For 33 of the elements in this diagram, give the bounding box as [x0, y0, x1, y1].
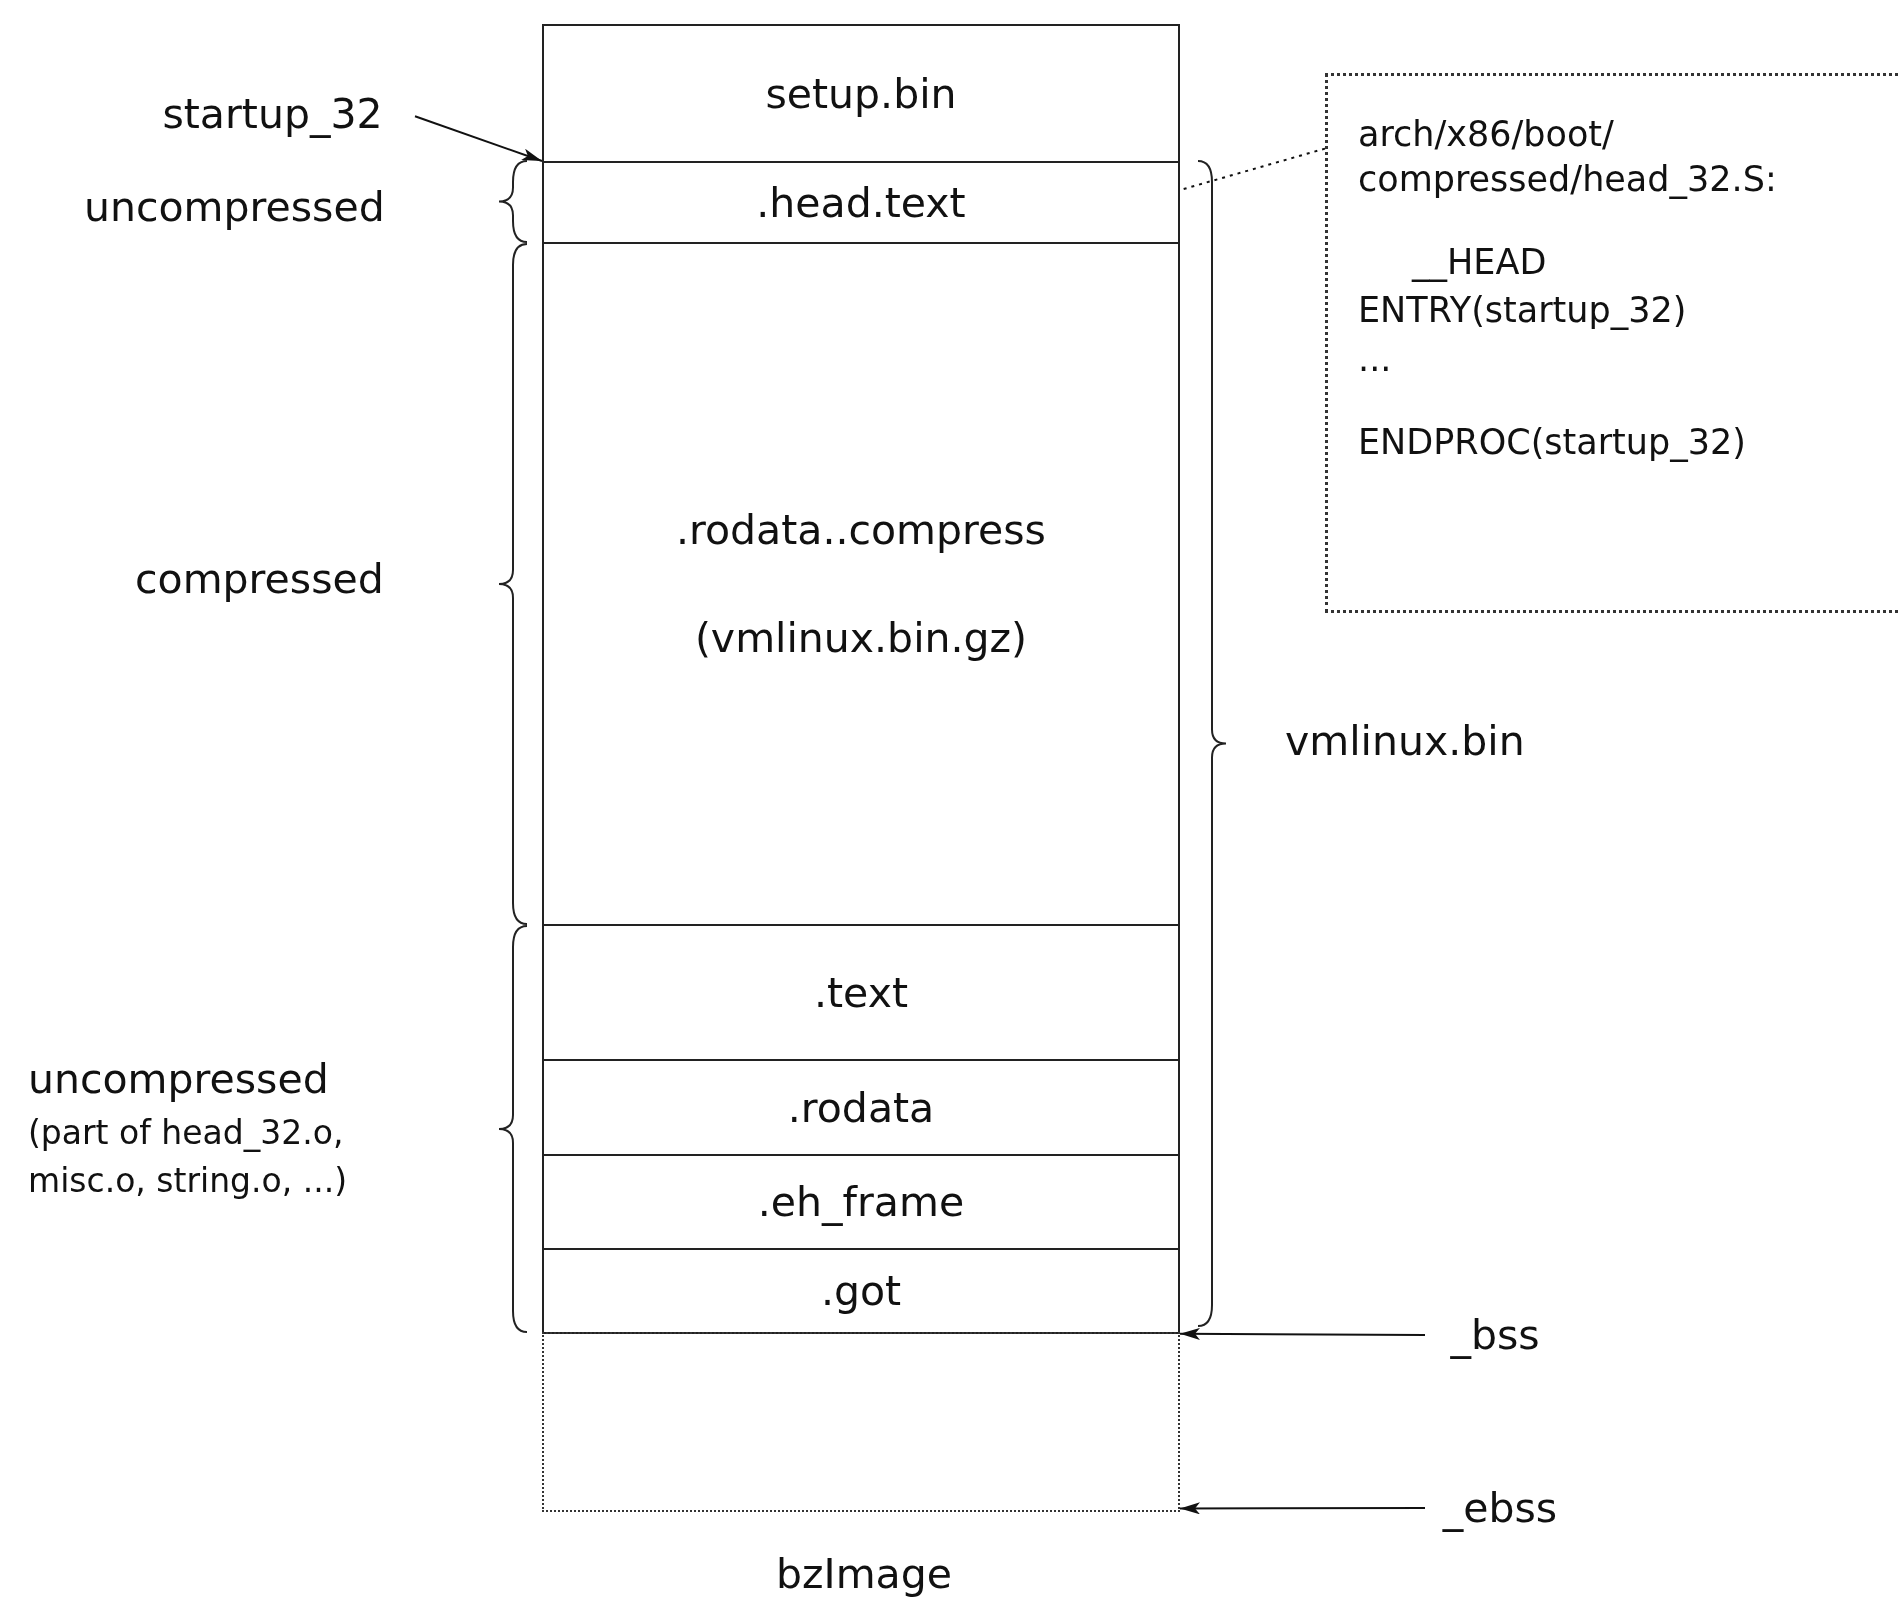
memory-section-box — [542, 924, 1180, 1061]
memory-section-box — [542, 1059, 1180, 1156]
code-note-box — [1325, 73, 1898, 613]
arrow — [1179, 1502, 1426, 1515]
section-label: setup.bin — [765, 69, 957, 118]
region-label: uncompressed (part of head_32.o, misc.o, string.o, ...) — [28, 1054, 349, 1203]
code-line: arch/x86/boot/ compressed/head_32.S: — [1358, 113, 1778, 201]
section-label: .text — [814, 968, 908, 1017]
region-label: compressed — [135, 554, 384, 605]
memory-section-box — [542, 1154, 1180, 1250]
region-label: vmlinux.bin — [1285, 716, 1525, 767]
arrow — [1179, 1327, 1426, 1340]
code-line: ENTRY(startup_32) — [1358, 289, 1688, 333]
memory-section-box — [542, 242, 1180, 926]
memory-section-box — [542, 24, 1180, 163]
image-label: bzImage — [776, 1549, 952, 1599]
code-line: __HEAD — [1410, 240, 1548, 284]
section-label: .rodata..compress — [676, 506, 1046, 554]
code-line: ... — [1358, 338, 1393, 382]
symbol-label: _ebss — [1442, 1484, 1558, 1532]
memory-region-box — [542, 1332, 1180, 1512]
arrow — [414, 115, 543, 162]
memory-section-box — [542, 1248, 1180, 1334]
region-label: uncompressed — [84, 182, 385, 233]
section-label: .head.text — [756, 178, 966, 227]
section-label: .eh_frame — [757, 1178, 965, 1226]
section-label: (vmlinux.bin.gz) — [694, 614, 1028, 662]
section-label: .rodata — [787, 1083, 935, 1132]
code-line: ENDPROC(startup_32) — [1358, 421, 1747, 464]
memory-section-box — [542, 161, 1180, 244]
symbol-label: _bss — [1450, 1311, 1540, 1359]
symbol-label: startup_32 — [162, 90, 383, 138]
section-label: .got — [820, 1267, 902, 1315]
